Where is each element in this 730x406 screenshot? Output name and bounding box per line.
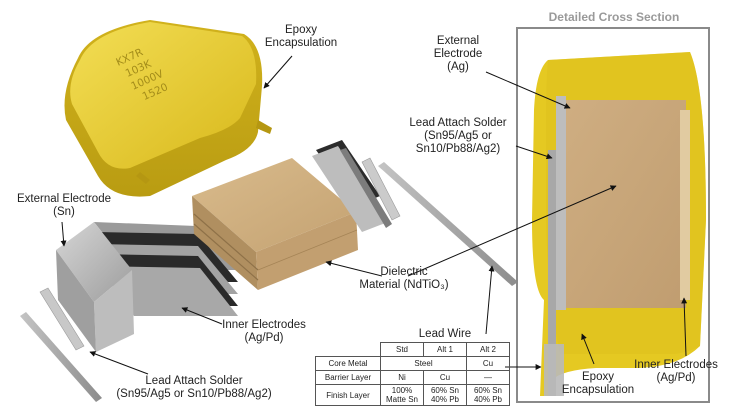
label-inner-electrodes-right: Inner Electrodes (Ag/Pd) — [634, 359, 718, 384]
label-lead-attach-left: Lead Attach Solder (Sn95/Ag5 or Sn10/Pb8… — [116, 375, 272, 400]
label-lead-attach-right: Lead Attach Solder (Sn95/Ag5 or Sn10/Pb8… — [409, 117, 507, 155]
cell-core-alt2: Cu — [466, 356, 510, 371]
lead-wire-title: Lead Wire — [418, 327, 472, 340]
table-corner — [315, 342, 381, 357]
label-external-electrode-ag: External Electrode (Ag) — [433, 35, 483, 73]
dielectric-block — [192, 158, 358, 290]
label-external-electrode-sn: External Electrode (Sn) — [17, 193, 111, 218]
encapsulated-capacitor: KX7R 103K 1000V 1520 — [64, 20, 272, 197]
cell-barrier-alt1: Cu — [423, 370, 467, 385]
row-finish-layer: Finish Layer — [315, 384, 381, 406]
left-solder-plate — [39, 287, 85, 351]
leader-lead-wire-left — [485, 265, 495, 335]
table-row: Finish Layer 100% Matte Sn 60% Sn 40% Pb… — [315, 384, 510, 406]
leader-dielectric — [325, 260, 383, 277]
cell-finish-alt1: 60% Sn 40% Pb — [423, 384, 467, 406]
row-core-metal: Core Metal — [315, 356, 381, 371]
leader-external-electrode-sn — [60, 221, 67, 247]
cell-finish-alt2: 60% Sn 40% Pb — [466, 384, 510, 406]
left-electrode-assembly — [56, 222, 238, 352]
leader-lines — [60, 55, 688, 375]
cross-section-drawing — [532, 52, 706, 396]
cell-finish-std: 100% Matte Sn — [380, 384, 424, 406]
cell-core-std-alt1: Steel — [380, 356, 467, 371]
section-title: Detailed Cross Section — [548, 10, 680, 24]
leader-external-electrode-ag — [485, 71, 571, 109]
col-alt1: Alt 1 — [423, 342, 467, 357]
table-row: Core Metal Steel Cu — [315, 356, 510, 371]
table-row: Barrier Layer Ni Cu — — [315, 370, 510, 385]
cell-barrier-std: Ni — [380, 370, 424, 385]
col-std: Std — [380, 342, 424, 357]
leader-epoxy-bottom — [581, 333, 595, 365]
label-epoxy-top: Epoxy Encapsulation — [264, 24, 338, 49]
left-lead-wire — [20, 312, 102, 402]
right-solder-plate — [361, 157, 401, 221]
leader-inner-electrodes-right — [681, 297, 688, 357]
col-alt2: Alt 2 — [466, 342, 510, 357]
leader-lead-attach-left — [89, 351, 149, 375]
right-electrode-assembly — [312, 140, 392, 232]
lead-wire-table: Lead Wire Std Alt 1 Alt 2 Core Metal Ste… — [315, 326, 510, 406]
right-lead-wire — [378, 162, 518, 286]
label-inner-electrodes-left: Inner Electrodes (Ag/Pd) — [222, 319, 306, 344]
row-barrier-layer: Barrier Layer — [315, 370, 381, 385]
cell-barrier-alt2: — — [466, 370, 510, 385]
label-dielectric: Dielectric Material (NdTiO₃) — [359, 266, 449, 291]
leader-lead-attach-right — [515, 145, 553, 160]
label-epoxy-bottom: Epoxy Encapsulation — [561, 371, 635, 396]
leader-epoxy-top — [263, 55, 293, 89]
leader-inner-electrodes-left — [181, 307, 223, 325]
leader-dielectric-xs — [407, 185, 617, 277]
